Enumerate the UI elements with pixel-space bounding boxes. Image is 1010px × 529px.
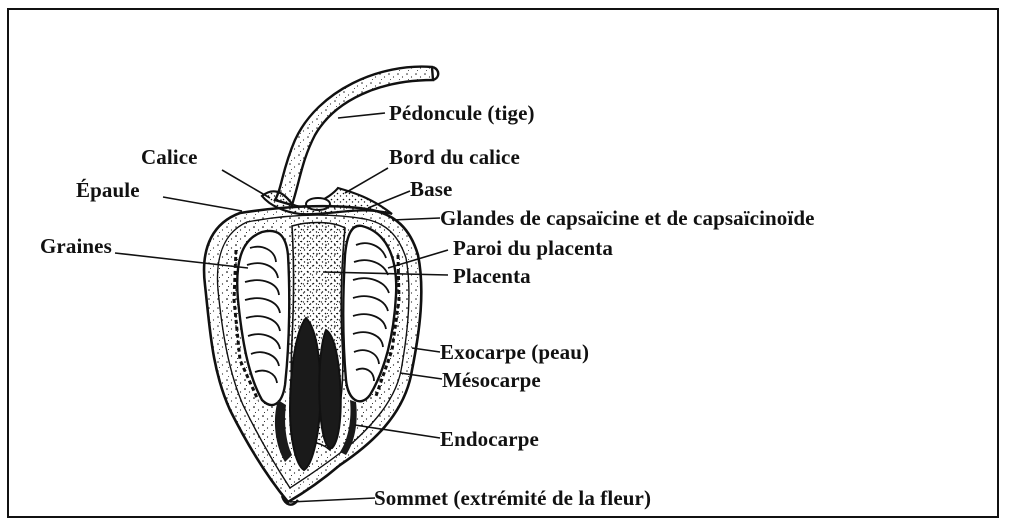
label-glandes: Glandes de capsaïcine et de capsaïcinoïd… xyxy=(440,208,815,229)
label-graines: Graines xyxy=(40,236,112,257)
label-exocarpe: Exocarpe (peau) xyxy=(440,342,589,363)
label-base: Base xyxy=(410,179,452,200)
label-placenta: Placenta xyxy=(453,266,531,287)
label-paroi-placenta: Paroi du placenta xyxy=(453,238,613,259)
label-endocarpe: Endocarpe xyxy=(440,429,539,450)
label-sommet: Sommet (extrémité de la fleur) xyxy=(374,488,651,509)
label-calice: Calice xyxy=(141,147,198,168)
label-epaule: Épaule xyxy=(76,180,140,201)
label-bord-calice: Bord du calice xyxy=(389,147,520,168)
label-mesocarpe: Mésocarpe xyxy=(442,370,541,391)
label-pedoncule: Pédoncule (tige) xyxy=(389,103,535,124)
